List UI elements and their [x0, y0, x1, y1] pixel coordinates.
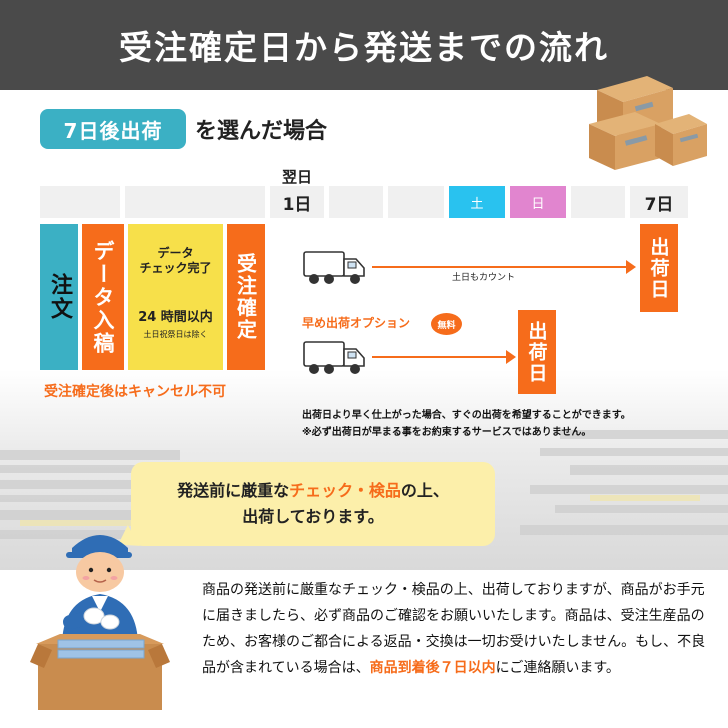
arrow-head [506, 350, 516, 364]
cancel-warning: 受注確定後はキャンセル不可 [44, 384, 226, 400]
early-note-line1: 出荷日より早く仕上がった場合、すぐの出荷を希望することができます。 [302, 410, 631, 421]
shipping-plan-badge: 7日後出荷 [40, 109, 186, 149]
step-data-entry: データ入稿 [82, 224, 124, 370]
timeline-sunday: 日 [510, 186, 566, 218]
early-note-line2: ※必ず出荷日が早まる事をお約束するサービスではありません。 [302, 427, 592, 438]
timeline-cell [40, 186, 120, 218]
inspection-callout: 発送前に厳重なチェック・検品の上、 出荷しております。 [131, 462, 495, 546]
ship-day-7: 出荷日 [640, 224, 678, 312]
step-order: 注文 [40, 224, 78, 370]
early-ship-note: 出荷日より早く仕上がった場合、すぐの出荷を希望することができます。 ※必ず出荷日… [302, 407, 631, 441]
step-order-confirm: 受注確定 [227, 224, 265, 370]
arrow-line [372, 266, 626, 268]
truck-icon [303, 251, 365, 284]
early-ship-option-label: 早め出荷オプション [302, 316, 411, 330]
arrow-head [626, 260, 636, 274]
step-data-check: データ チェック完了 24 時間以内 土日祝祭日は除く [128, 224, 223, 370]
timeline-cell [571, 186, 625, 218]
notice-description: 商品の発送前に厳重なチェック・検品の上、出荷しておりますが、商品がお手元に届きま… [202, 582, 706, 676]
free-badge: 無料 [431, 313, 462, 335]
timeline-cell [329, 186, 383, 218]
truck-icon [303, 341, 365, 374]
timeline-day1: 1日 [270, 186, 324, 218]
cardboard-boxes-icon [589, 76, 707, 170]
check-line2: チェック完了 [139, 261, 212, 275]
timeline-cell [388, 186, 444, 218]
callout-line1: 発送前に厳重なチェック・検品の上、 [177, 481, 449, 500]
check-hours: 24 時間以内 [138, 310, 213, 325]
check-line1: データ [157, 246, 194, 260]
next-day-label: 翌日 [282, 168, 313, 186]
check-note: 土日祝祭日は除く [143, 330, 208, 339]
arrow-line [372, 356, 506, 358]
worker-icon [30, 535, 170, 710]
timeline-cell [125, 186, 265, 218]
ship-day-early: 出荷日 [518, 310, 556, 394]
section-subtitle: を選んだ場合 [195, 119, 328, 144]
timeline-saturday: 土 [449, 186, 505, 218]
timeline-day7: 7日 [630, 186, 688, 218]
weekend-count-note: 土日もカウント [452, 273, 516, 283]
callout-line2: 出荷しております。 [242, 507, 384, 526]
page-title: 受注確定日から発送までの流れ [0, 0, 728, 90]
